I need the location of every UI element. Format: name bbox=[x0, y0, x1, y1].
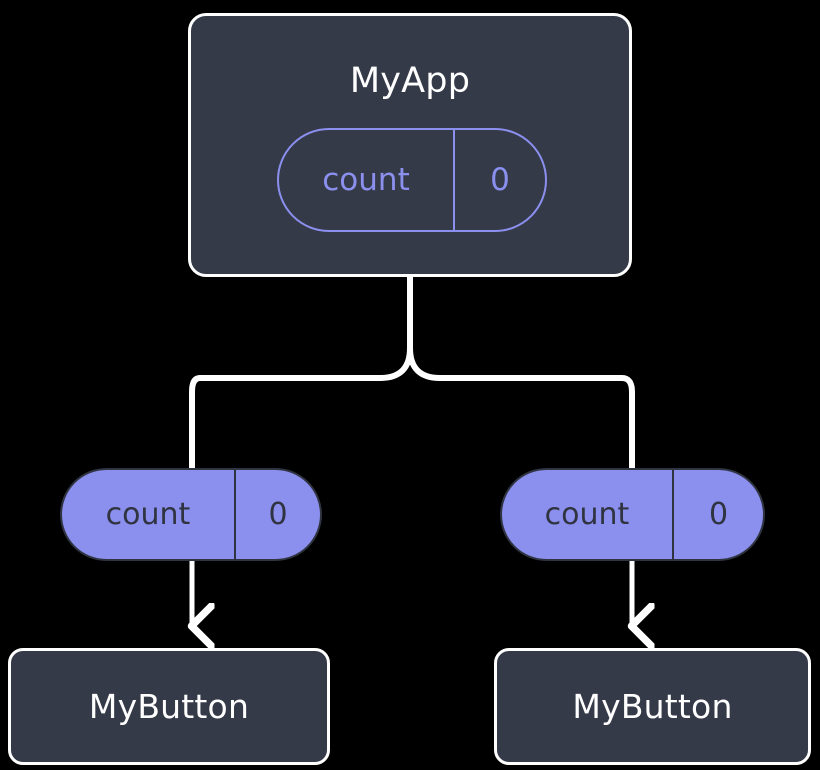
prop-pill-value: 0 bbox=[708, 496, 729, 532]
state-pill-value: 0 bbox=[490, 161, 510, 198]
state-pill-key: count bbox=[279, 130, 455, 230]
prop-pill-count-left[interactable]: count 0 bbox=[60, 468, 322, 561]
prop-pill-count-right[interactable]: count 0 bbox=[500, 468, 765, 561]
connector-root-fork bbox=[189, 274, 413, 471]
component-node-mybutton-left[interactable]: MyButton bbox=[8, 648, 330, 765]
state-pill-count-root[interactable]: count 0 bbox=[277, 128, 547, 232]
component-title-myapp: MyApp bbox=[349, 61, 471, 101]
component-node-mybutton-right[interactable]: MyButton bbox=[494, 648, 811, 765]
component-node-myapp[interactable]: MyApp bbox=[188, 13, 632, 277]
component-title-mybutton: MyButton bbox=[88, 687, 250, 726]
connector-root-fork-right bbox=[407, 345, 635, 471]
prop-pill-value: 0 bbox=[268, 496, 288, 532]
component-title-mybutton: MyButton bbox=[572, 687, 733, 726]
prop-pill-key: count bbox=[502, 470, 674, 559]
prop-pill-key: count bbox=[62, 470, 236, 559]
